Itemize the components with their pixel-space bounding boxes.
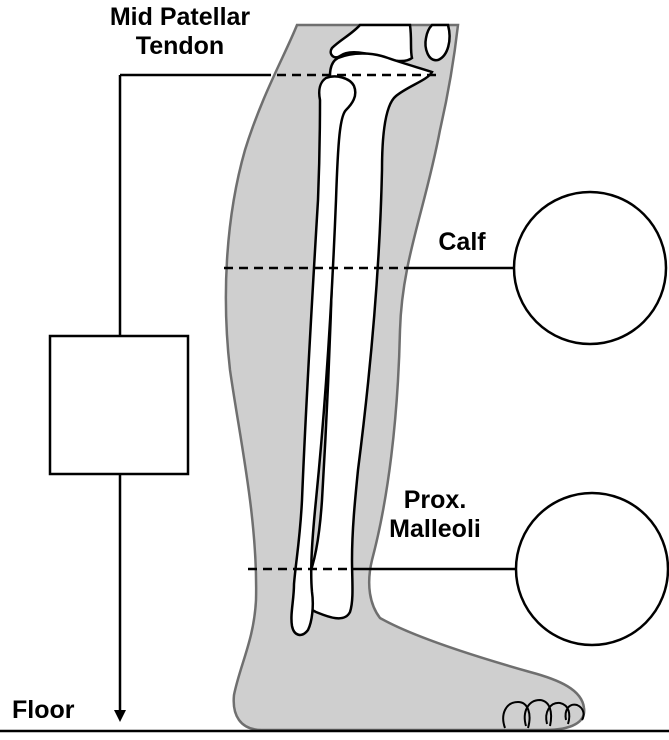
patellar-label-line1: Mid Patellar	[80, 3, 280, 32]
calf-value-circle	[514, 192, 666, 344]
patellar-label-line2: Tendon	[80, 32, 280, 61]
malleoli-label: Prox. Malleoli	[365, 486, 505, 544]
malleoli-value-circle	[516, 493, 668, 645]
patellar-label: Mid Patellar Tendon	[80, 3, 280, 61]
floor-label-text: Floor	[12, 696, 75, 725]
floor-label: Floor	[12, 696, 75, 725]
height-value-box	[50, 336, 188, 474]
leg-silhouette	[226, 25, 584, 730]
floor-arrowhead	[114, 710, 126, 722]
calf-label: Calf	[420, 228, 504, 257]
malleoli-label-line1: Prox.	[365, 486, 505, 515]
patella	[426, 25, 450, 60]
malleoli-label-line2: Malleoli	[365, 515, 505, 544]
calf-label-text: Calf	[420, 228, 504, 257]
